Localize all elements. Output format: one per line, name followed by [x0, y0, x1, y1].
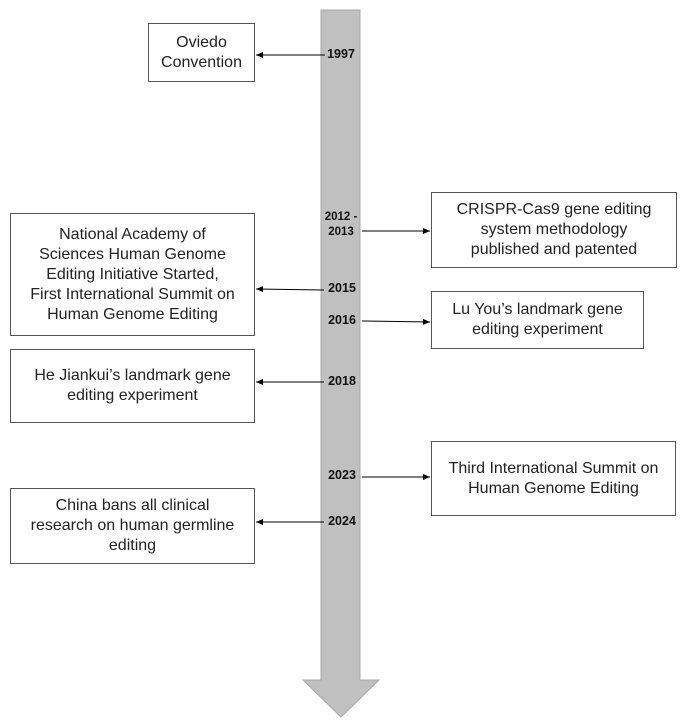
event-box-nas-initiative-first-summit: National Academy of Sciences Human Genom… [10, 213, 255, 336]
event-box-crispr-cas9: CRISPR-Cas9 gene editing system methodol… [431, 192, 677, 268]
event-2015-line-2: Sciences Human Genome [39, 245, 226, 263]
event-2012-line-3: published and patented [470, 241, 638, 258]
year-label-2024: 2024 [328, 514, 356, 528]
connector-2015 [255, 286, 325, 293]
event-2018-line-2: editing experiment [67, 387, 198, 404]
event-2015-line-5: Human Genome Editing [47, 305, 218, 323]
timeline-arrow [301, 9, 381, 718]
event-box-china-ban: China bans all clinical research on huma… [10, 488, 255, 564]
year-label-2016: 2016 [328, 313, 356, 327]
year-label-2018: 2018 [328, 374, 356, 388]
event-2023-line-2: Human Genome Editing [468, 479, 639, 497]
connector-lines [255, 52, 431, 525]
event-2016-line-1: Lu You’s landmark gene [452, 301, 623, 318]
year-label-2012-2013: 2012 - 2013 [316, 210, 366, 240]
year-label-2023: 2023 [328, 468, 356, 482]
event-2018-line-1: He Jiankui’s landmark gene [34, 367, 231, 384]
event-1997-line-2: Convention [161, 53, 242, 71]
event-2015-line-4: First International Summit on [30, 285, 235, 303]
year-label-2015: 2015 [328, 281, 356, 295]
year-label-2012-line: 2012 - [324, 211, 358, 223]
connector-2016 [361, 318, 431, 325]
event-2024-line-1: China bans all clinical [55, 497, 210, 514]
event-2016-line-2: editing experiment [472, 321, 603, 338]
event-box-he-jiankui-experiment: He Jiankui’s landmark gene editing exper… [10, 349, 255, 423]
event-2023-line-1: Third International Summit on [448, 459, 659, 477]
event-box-third-summit: Third International Summit on Human Geno… [431, 441, 676, 516]
event-2012-line-1: CRISPR-Cas9 gene editing [456, 201, 652, 218]
event-1997-line-1: Oviedo [176, 33, 227, 51]
event-2015-line-1: National Academy of [59, 225, 206, 243]
event-box-lu-you-experiment: Lu You’s landmark gene editing experimen… [431, 291, 644, 349]
year-label-1997: 1997 [327, 47, 355, 61]
event-2024-line-2: research on human germline [30, 517, 235, 534]
event-2012-line-2: system methodology [480, 221, 628, 238]
event-box-oviedo-convention: Oviedo Convention [148, 23, 255, 82]
event-2024-line-3: editing [108, 537, 157, 554]
event-2015-line-3: Editing Initiative Started, [46, 265, 219, 283]
year-label-2013-line: 2013 [328, 226, 354, 238]
